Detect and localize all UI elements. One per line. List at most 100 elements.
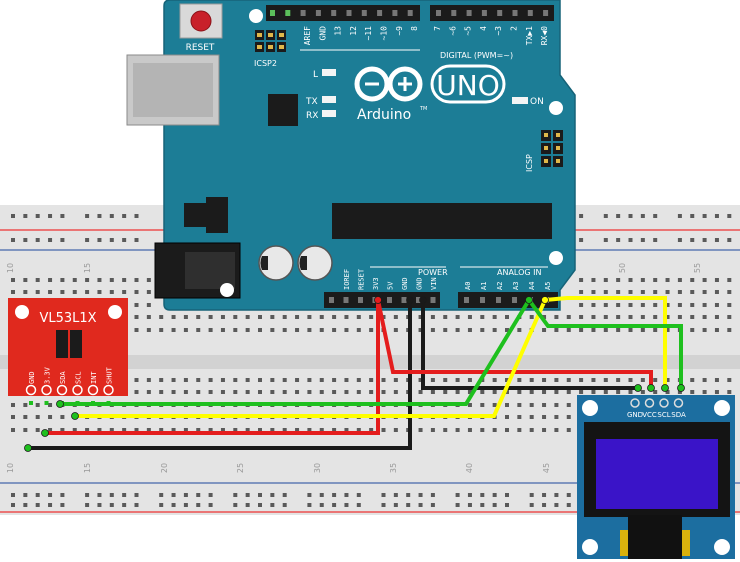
- breadboard-hole: [344, 328, 349, 332]
- header-pin: [346, 10, 352, 16]
- breadboard-hole: [233, 328, 238, 332]
- rail-hole: [122, 503, 127, 507]
- breadboard-hole: [542, 415, 547, 419]
- breadboard-hole: [85, 428, 90, 432]
- breadboard-hole: [690, 278, 695, 282]
- breadboard-hole: [529, 428, 534, 432]
- breadboard-hole: [159, 378, 164, 382]
- rail-hole: [603, 214, 608, 218]
- breadboard-hole: [307, 378, 312, 382]
- icsp2-pin: [257, 45, 262, 49]
- breadboard-hole: [146, 378, 151, 382]
- breadboard-hole: [517, 415, 522, 419]
- rail-hole: [208, 493, 213, 497]
- breadboard-hole: [430, 315, 435, 319]
- digital-pin-label: ~10: [380, 26, 389, 41]
- rail-hole: [85, 214, 90, 218]
- breadboard-hole: [171, 378, 176, 382]
- breadboard-hole: [640, 290, 645, 294]
- breadboard-hole: [727, 315, 732, 319]
- breadboard-hole: [579, 328, 584, 332]
- on-label: ON: [530, 97, 544, 107]
- breadboard-hole: [591, 328, 596, 332]
- breadboard-hole: [418, 428, 423, 432]
- breadboard-hole: [146, 328, 151, 332]
- breadboard-hole: [97, 278, 102, 282]
- breadboard-hole: [616, 328, 621, 332]
- breadboard-hole: [690, 328, 695, 332]
- rail-hole: [356, 503, 361, 507]
- rail-hole: [603, 238, 608, 242]
- breadboard-hole: [35, 290, 40, 294]
- reset-button-cap[interactable]: [190, 10, 212, 32]
- capacitor: [297, 245, 333, 281]
- breadboard-hole: [208, 315, 213, 319]
- digital-pin-label: 13: [334, 26, 343, 36]
- breadboard-hole: [270, 428, 275, 432]
- breadboard-hole: [542, 390, 547, 394]
- breadboard-hole: [85, 290, 90, 294]
- rail-hole: [196, 493, 201, 497]
- breadboard-hole: [492, 390, 497, 394]
- digital-pin-label: RX◀0: [540, 26, 549, 45]
- breadboard-hole: [11, 278, 15, 282]
- breadboard-hole: [35, 278, 40, 282]
- wire-end: [541, 296, 549, 304]
- rail-hole: [307, 493, 312, 497]
- sensor-pin-label: SHUT: [106, 366, 114, 384]
- led-rx: [322, 110, 336, 117]
- breadboard-hole: [220, 378, 225, 382]
- breadboard-hole: [122, 290, 127, 294]
- breadboard-hole: [97, 290, 102, 294]
- breadboard-hole: [517, 403, 522, 407]
- header-pin: [497, 10, 503, 16]
- rail-hole: [134, 503, 139, 507]
- breadboard-hole: [233, 315, 238, 319]
- breadboard-hole: [146, 315, 151, 319]
- breadboard-hole: [714, 290, 719, 294]
- breadboard-hole: [665, 378, 670, 382]
- wires: [24, 296, 685, 452]
- oled-mount-hole: [582, 539, 598, 555]
- breadboard-hole: [554, 415, 559, 419]
- oled-pin-label: SCL: [657, 411, 670, 419]
- breadboard-hole: [60, 428, 65, 432]
- header-pin: [315, 10, 321, 16]
- breadboard-hole: [418, 390, 423, 394]
- rail-hole: [690, 214, 695, 218]
- breadboard-hole: [196, 428, 201, 432]
- rail-hole: [344, 493, 349, 497]
- reset-label: RESET: [186, 43, 215, 53]
- rail-hole: [171, 493, 176, 497]
- breadboard-hole: [505, 315, 509, 319]
- rail-hole: [566, 503, 571, 507]
- breadboard-hole: [418, 378, 423, 382]
- rail-hole: [159, 503, 164, 507]
- rail-hole: [727, 238, 732, 242]
- breadboard-hole: [134, 303, 139, 307]
- rail-hole: [171, 503, 176, 507]
- breadboard-hole: [505, 328, 509, 332]
- breadboard-hole: [258, 390, 262, 394]
- breadboard-hole: [542, 315, 547, 319]
- breadboard-hole: [258, 328, 262, 332]
- breadboard-hole: [356, 378, 361, 382]
- breadboard-hole: [702, 290, 707, 294]
- breadboard-hole: [171, 428, 176, 432]
- breadboard-hole: [233, 428, 238, 432]
- header-pin: [401, 297, 407, 303]
- breadboard-hole: [714, 303, 719, 307]
- capacitor-mark: [299, 256, 307, 270]
- digital-pin-label: GND: [318, 26, 327, 41]
- dc-jack-inner: [185, 252, 235, 289]
- rail-hole: [393, 493, 398, 497]
- regulator-tab: [206, 197, 228, 233]
- breadboard-hole: [480, 403, 485, 407]
- arduino-uno: RESET ICSP2 L TX RX UNO Arduino TM ON: [126, 0, 576, 311]
- rail-hole: [245, 493, 250, 497]
- header-pin: [527, 10, 533, 16]
- breadboard-hole: [369, 428, 374, 432]
- breadboard-hole: [517, 390, 522, 394]
- breadboard-hole: [109, 278, 114, 282]
